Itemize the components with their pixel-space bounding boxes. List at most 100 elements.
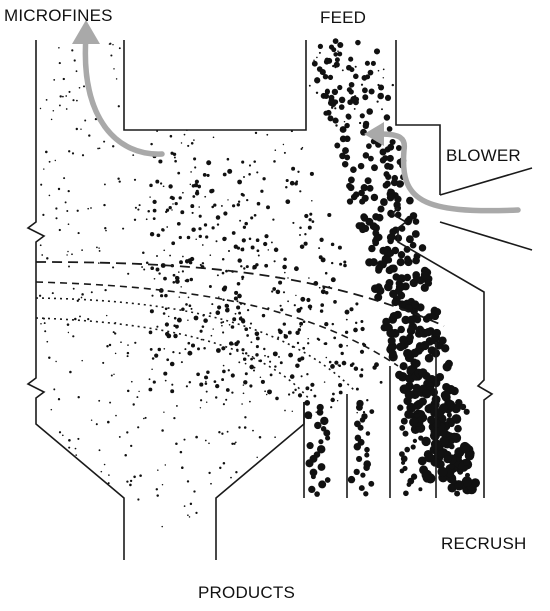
particle <box>386 233 395 242</box>
particle <box>368 480 375 487</box>
particle <box>353 107 356 110</box>
particle <box>349 363 354 367</box>
particle <box>420 341 430 351</box>
particle <box>385 256 393 264</box>
particle <box>126 355 129 358</box>
particle <box>209 312 212 315</box>
microfines-arrowhead-icon <box>72 20 100 44</box>
particle <box>299 325 302 328</box>
particle <box>289 374 295 379</box>
particle <box>193 139 195 141</box>
particle <box>197 347 200 351</box>
particle <box>344 330 349 334</box>
particle <box>379 246 388 255</box>
particle <box>324 321 329 327</box>
particle <box>314 421 322 430</box>
particle <box>360 472 366 478</box>
particle <box>310 474 316 480</box>
particle <box>293 266 299 272</box>
particle <box>84 119 87 122</box>
particle <box>71 253 73 256</box>
particle <box>323 93 330 99</box>
particle <box>240 265 243 268</box>
particle <box>75 70 78 73</box>
particle <box>406 326 416 336</box>
particle <box>124 453 127 457</box>
particle <box>240 247 245 252</box>
particle <box>418 244 427 252</box>
particle <box>45 150 48 154</box>
particle <box>112 43 114 46</box>
particle <box>81 293 84 296</box>
particle <box>141 266 144 268</box>
particle <box>231 204 236 208</box>
particle <box>333 300 337 304</box>
particle <box>278 329 283 335</box>
particle <box>237 258 242 263</box>
particle <box>107 482 110 485</box>
particle <box>221 257 225 261</box>
particle <box>65 95 68 97</box>
particle <box>221 346 226 351</box>
particle <box>272 287 277 291</box>
particle <box>304 400 311 406</box>
particle <box>366 108 373 115</box>
particle <box>149 232 155 237</box>
particle <box>377 92 384 100</box>
particle <box>206 160 212 166</box>
particle <box>318 247 321 250</box>
particle <box>185 278 190 283</box>
particle <box>120 341 122 344</box>
particle <box>392 273 400 281</box>
particle <box>287 277 289 279</box>
particle <box>370 193 379 202</box>
particle <box>250 341 253 344</box>
particle <box>227 199 229 201</box>
particle <box>204 195 207 198</box>
particle <box>335 124 338 127</box>
particle <box>338 96 346 104</box>
particle <box>338 364 342 368</box>
particle <box>305 386 310 391</box>
particle <box>214 396 218 399</box>
particle <box>355 403 363 411</box>
particle <box>404 217 413 226</box>
particle <box>204 439 207 442</box>
particle <box>152 380 156 384</box>
particle <box>188 260 193 265</box>
particle <box>150 142 153 146</box>
particle <box>155 267 160 272</box>
particle <box>241 238 246 243</box>
particle <box>438 336 447 345</box>
particle <box>285 178 289 183</box>
particle <box>395 370 404 380</box>
particle <box>393 201 401 209</box>
particle <box>238 316 243 321</box>
particle <box>320 303 325 307</box>
feed-right-wall <box>395 40 441 195</box>
particle <box>285 186 288 189</box>
blower-label: BLOWER <box>446 146 521 165</box>
particle <box>338 383 343 388</box>
particle <box>236 203 241 207</box>
particle <box>400 455 408 463</box>
particle <box>369 222 378 231</box>
particle <box>236 305 241 310</box>
particle <box>307 337 309 340</box>
particle <box>416 399 424 407</box>
particle <box>40 183 43 186</box>
particle <box>345 318 348 321</box>
particle <box>152 199 157 205</box>
particle <box>215 383 220 389</box>
particle <box>57 187 61 191</box>
particle <box>235 471 238 474</box>
particle <box>90 207 92 209</box>
particle <box>360 214 369 222</box>
particle <box>307 304 313 309</box>
particle <box>39 244 42 247</box>
particle <box>151 368 153 371</box>
particle <box>306 373 309 376</box>
particle <box>414 413 420 419</box>
particle <box>422 389 432 399</box>
particle <box>411 300 420 309</box>
